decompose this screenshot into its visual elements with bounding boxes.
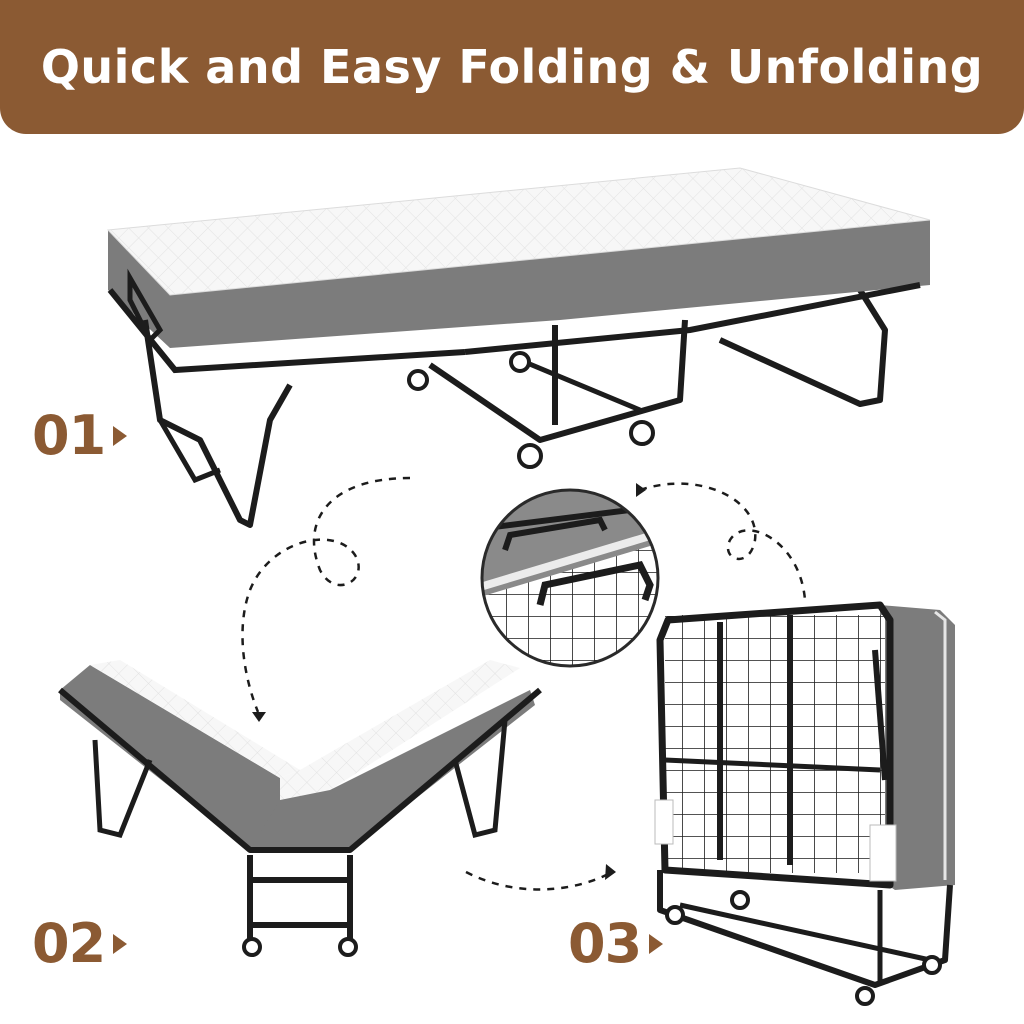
- step-number: 03: [568, 912, 642, 975]
- arrow-head-icon: [252, 483, 646, 880]
- step-03-label: 03: [568, 912, 664, 975]
- step-number: 01: [32, 404, 106, 467]
- flow-arrows: [241, 476, 807, 891]
- step-02-label: 02: [32, 912, 128, 975]
- play-arrow-icon: [649, 933, 664, 954]
- unfolded-bed-image: [106, 167, 931, 528]
- page-title: Quick and Easy Folding & Unfolding: [40, 40, 984, 94]
- step-number: 02: [32, 912, 106, 975]
- half-folded-bed-image: [58, 660, 542, 957]
- play-arrow-icon: [113, 933, 128, 954]
- title-banner: Quick and Easy Folding & Unfolding: [0, 0, 1024, 134]
- play-arrow-icon: [113, 425, 128, 446]
- folded-bed-image: [654, 601, 955, 1006]
- handle-detail-magnifier: [480, 488, 660, 668]
- step-01-label: 01: [32, 404, 128, 467]
